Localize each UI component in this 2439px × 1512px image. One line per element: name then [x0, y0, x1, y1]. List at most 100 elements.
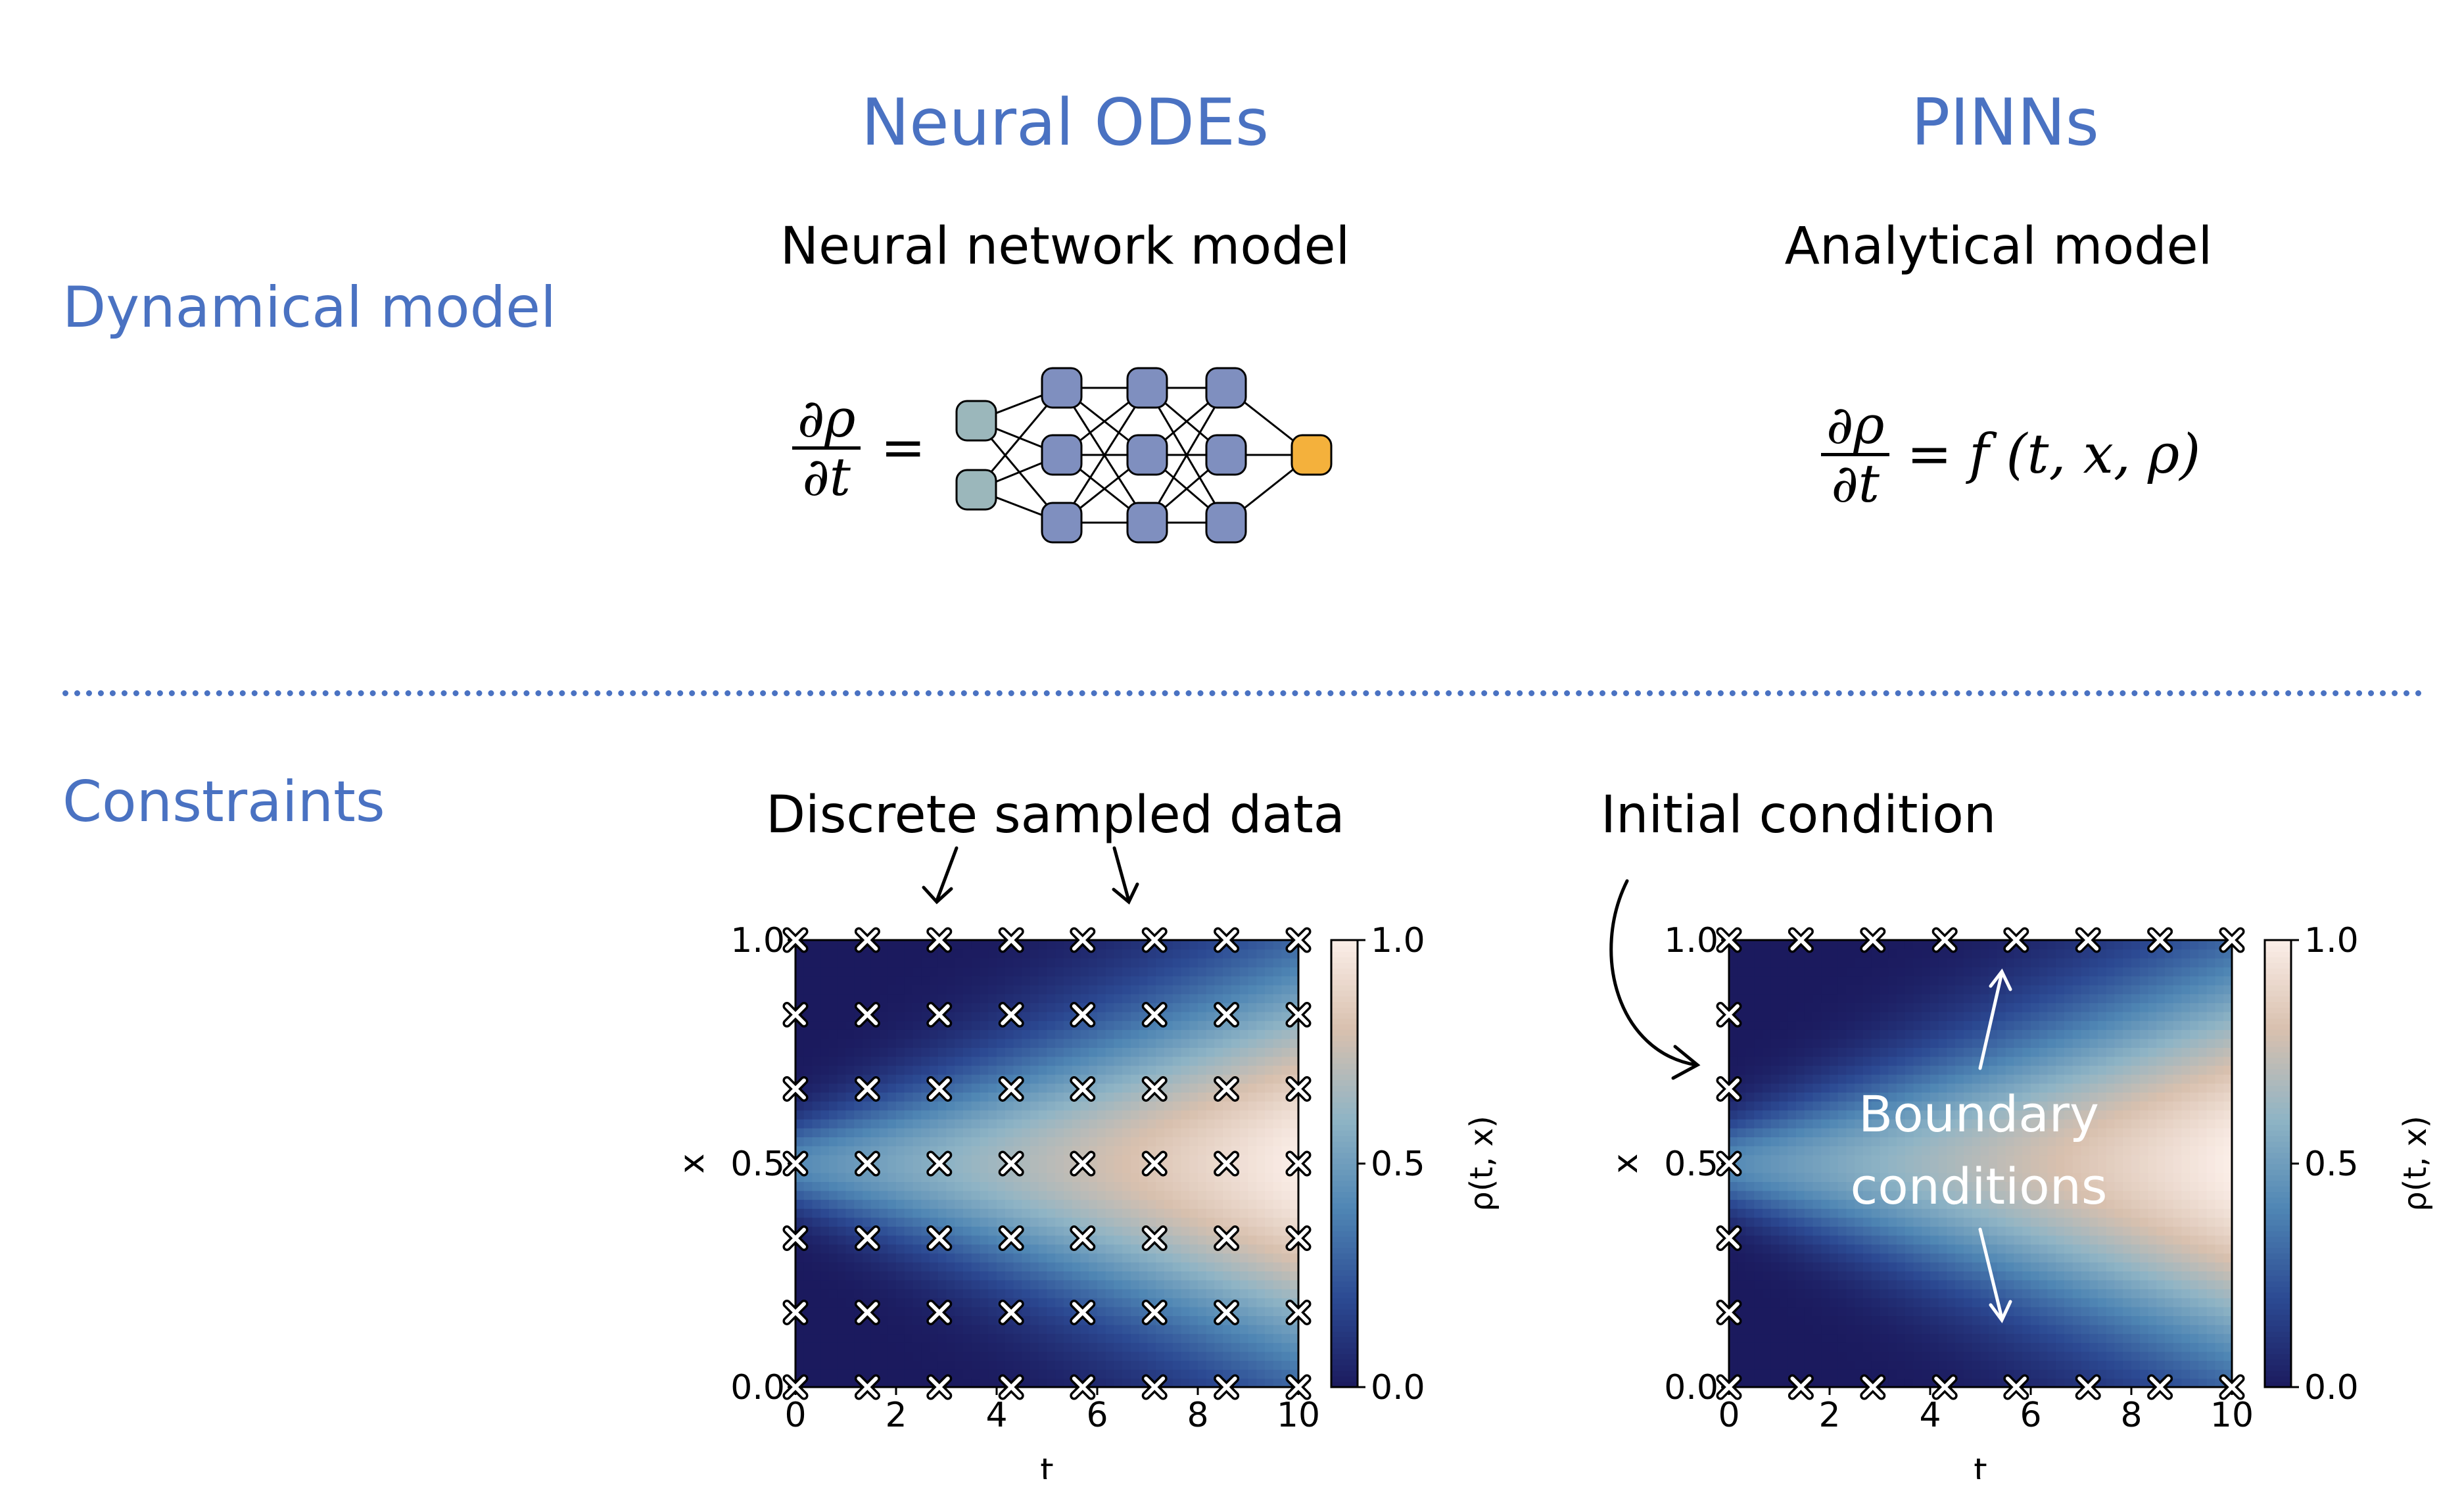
heatmap-cell — [1139, 1288, 1148, 1298]
heatmap-cell — [1796, 1083, 1805, 1093]
heatmap-cell — [854, 1333, 863, 1343]
heatmap-cell — [1863, 1164, 1872, 1173]
heatmap-cell — [997, 1271, 1006, 1281]
heatmap-cell — [1770, 985, 1780, 995]
heatmap-cell — [854, 1217, 863, 1227]
heatmap-cell — [1830, 1065, 1839, 1075]
heatmap-cell — [1737, 1342, 1747, 1352]
heatmap-cell — [1147, 1253, 1157, 1263]
heatmap-cell — [1030, 1003, 1039, 1012]
heatmap-cell — [1897, 1253, 1906, 1263]
heatmap-cell — [1812, 1056, 1822, 1066]
heatmap-cell — [912, 1181, 922, 1191]
heatmap-cell — [1947, 1137, 1956, 1146]
heatmap-cell — [1863, 1029, 1872, 1039]
heatmap-cell — [1265, 1378, 1274, 1388]
heatmap-cell — [1281, 1306, 1291, 1316]
heatmap-cell — [1164, 1306, 1173, 1316]
heatmap-cell — [1763, 1279, 1772, 1290]
heatmap-cell — [1122, 1306, 1131, 1316]
heatmap-cell — [812, 1369, 822, 1379]
heatmap-cell — [845, 1145, 855, 1156]
heatmap-cell — [1114, 1244, 1124, 1254]
heatmap-cell — [1855, 1020, 1864, 1030]
heatmap-cell — [1281, 1235, 1291, 1245]
heatmap-cell — [1846, 1164, 1856, 1173]
heatmap-cell — [921, 1110, 930, 1120]
heatmap-cell — [1871, 1137, 1881, 1146]
heatmap-cell — [1206, 1369, 1216, 1379]
heatmap-cell — [879, 1056, 889, 1066]
heatmap-cell — [1181, 940, 1191, 950]
heatmap-cell — [1905, 1190, 1914, 1200]
heatmap-cell — [1930, 1306, 1939, 1316]
heatmap-cell — [904, 949, 914, 958]
heatmap-cell — [1855, 1154, 1864, 1164]
discrete-sampled-data-label: Discrete sampled data — [766, 786, 1345, 845]
heatmap-cell — [1214, 1047, 1224, 1057]
heatmap-cell — [1181, 1333, 1191, 1343]
heatmap-cell — [803, 1100, 813, 1111]
heatmap-cell — [1888, 985, 1897, 995]
heatmap-cell — [1989, 940, 1998, 950]
heatmap-cell — [955, 1190, 964, 1200]
heatmap-cell — [1846, 993, 1856, 1003]
heatmap-cell — [812, 1137, 822, 1146]
heatmap-cell — [1837, 1181, 1847, 1191]
heatmap-cell — [1955, 1181, 1964, 1191]
heatmap-cell — [1072, 1127, 1081, 1137]
heatmap-cell — [1770, 1083, 1780, 1093]
heatmap-cell — [1022, 1092, 1031, 1102]
heatmap-cell — [904, 1020, 914, 1030]
heatmap-cell — [1114, 1378, 1124, 1388]
heatmap-cell — [1955, 1110, 1964, 1120]
heatmap-cell — [829, 1271, 838, 1281]
heatmap-cell — [1231, 1119, 1241, 1129]
heatmap-cell — [1846, 1110, 1856, 1120]
heatmap-cell — [1980, 940, 1990, 950]
heatmap-cell — [845, 1262, 855, 1271]
heatmap-cell — [1729, 1056, 1738, 1066]
heatmap-cell — [1223, 1351, 1232, 1361]
colorbar-segment — [1331, 1281, 1358, 1287]
heatmap-cell — [1880, 1271, 1889, 1281]
colorbar-segment — [1331, 1208, 1358, 1215]
heatmap-cell — [955, 1324, 964, 1335]
heatmap-cell — [1947, 1244, 1956, 1254]
heatmap-cell — [1913, 1092, 1923, 1102]
heatmap-cell — [1281, 976, 1291, 985]
heatmap-cell — [1855, 1083, 1864, 1093]
heatmap-cell — [1139, 1342, 1148, 1352]
heatmap-cell — [1938, 1029, 1948, 1039]
heatmap-cell — [854, 1065, 863, 1075]
heatmap-cell — [1955, 949, 1964, 958]
heatmap-cell — [1030, 1092, 1039, 1102]
heatmap-cell — [997, 1253, 1006, 1263]
heatmap-cell — [1281, 1279, 1291, 1290]
heatmap-cell — [1131, 1190, 1140, 1200]
heatmap-cell — [1097, 1342, 1106, 1352]
heatmap-cell — [1181, 1100, 1191, 1111]
heatmap-cell — [1089, 1065, 1098, 1075]
heatmap-cell — [980, 1279, 989, 1290]
heatmap-cell — [1871, 1271, 1881, 1281]
heatmap-cell — [1754, 1199, 1763, 1209]
heatmap-cell — [829, 1369, 838, 1379]
heatmap-cell — [1030, 1164, 1039, 1173]
heatmap-cell — [829, 1253, 838, 1263]
heatmap-cell — [1997, 1199, 2006, 1209]
heatmap-cell — [870, 1100, 880, 1111]
heatmap-cell — [1064, 1262, 1073, 1271]
heatmap-cell — [1131, 1172, 1140, 1182]
heatmap-cell — [1830, 1217, 1839, 1227]
heatmap-cell — [1972, 1262, 1981, 1271]
heatmap-cell — [812, 1244, 822, 1254]
heatmap-cell — [1005, 1369, 1014, 1379]
heatmap-cell — [1888, 1011, 1897, 1022]
heatmap-cell — [1972, 1011, 1981, 1022]
heatmap-cell — [1972, 1092, 1981, 1102]
heatmap-cell — [997, 1056, 1006, 1066]
heatmap-cell — [845, 1253, 855, 1263]
heatmap-cell — [1256, 1127, 1266, 1137]
heatmap-cell — [1206, 1342, 1216, 1352]
